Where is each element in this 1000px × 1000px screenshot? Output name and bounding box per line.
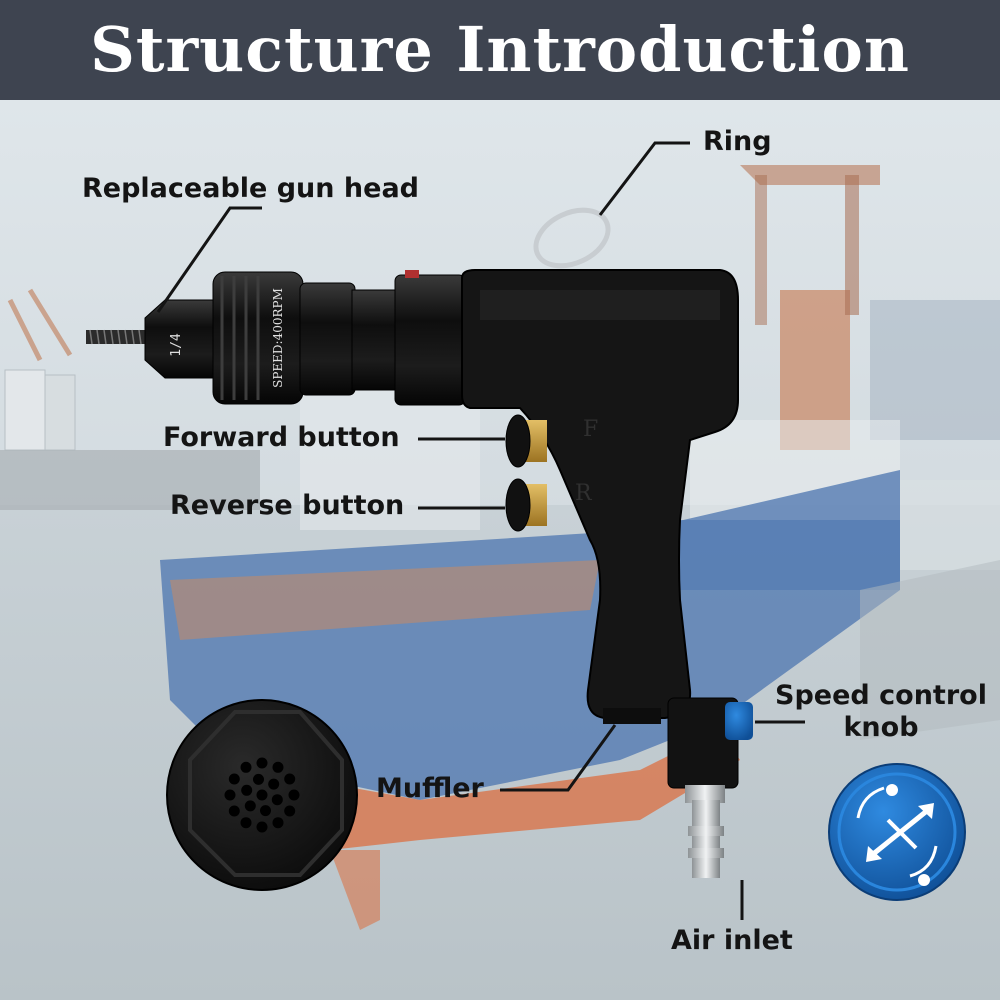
gun-head-label: Replaceable gun head	[82, 173, 419, 204]
callout-leader-lines	[156, 141, 805, 920]
forward-letter: F	[583, 417, 598, 442]
muffler-hole	[240, 761, 252, 773]
background-harbour	[0, 100, 1000, 1000]
muffler-hole	[228, 805, 240, 817]
muffler-hole	[256, 821, 268, 833]
threaded-mandrel	[86, 329, 156, 345]
muffler-hole	[284, 773, 296, 785]
muffler-hole	[284, 805, 296, 817]
page-title: Structure Introduction	[90, 13, 910, 86]
muffler-hole	[271, 794, 283, 806]
muffler-hole	[256, 789, 268, 801]
speed-marking: SPEED:400RPM	[271, 288, 285, 388]
muffler-hole	[256, 757, 268, 769]
muffler-hole	[253, 773, 264, 785]
muffler-hole	[272, 817, 284, 829]
muffler-hole	[240, 817, 252, 829]
ring-icon	[533, 207, 611, 269]
muffler-hole	[268, 778, 280, 790]
air-connector-icon	[692, 800, 720, 878]
muffler-hole	[224, 789, 236, 801]
ring-label: Ring	[703, 126, 772, 157]
reverse-button-label: Reverse button	[170, 490, 405, 521]
title-banner	[0, 0, 1000, 100]
gun-head-leader	[156, 206, 262, 313]
muffler-hole	[288, 789, 300, 801]
reverse-letter: R	[575, 481, 593, 506]
speed-knob-closeup-icon	[828, 763, 966, 901]
muffler-hole	[272, 761, 284, 773]
muffler-hole	[244, 800, 256, 812]
rivet-nut-gun: 1/4 SPEED:400RPM F R	[86, 207, 753, 878]
speed-knob-label-line2: knob	[843, 712, 919, 743]
speed-knob-part	[725, 702, 753, 740]
muffler-closeup-icon	[166, 699, 358, 891]
forward-button-part	[505, 414, 547, 468]
muffler-hole	[260, 805, 271, 817]
ring-leader	[598, 141, 690, 216]
speed-knob-label-line1: Speed control	[775, 680, 987, 711]
forward-button-label: Forward button	[163, 422, 400, 453]
speed-knob-label: Speed control knob	[770, 680, 992, 744]
muffler-hole	[241, 784, 253, 796]
size-marking: 1/4	[169, 333, 184, 357]
muffler-hole	[228, 773, 240, 785]
reverse-button-part	[505, 478, 547, 532]
muffler-label: Muffler	[376, 773, 484, 804]
air-inlet-label: Air inlet	[671, 925, 793, 956]
muffler-leader	[500, 724, 617, 792]
